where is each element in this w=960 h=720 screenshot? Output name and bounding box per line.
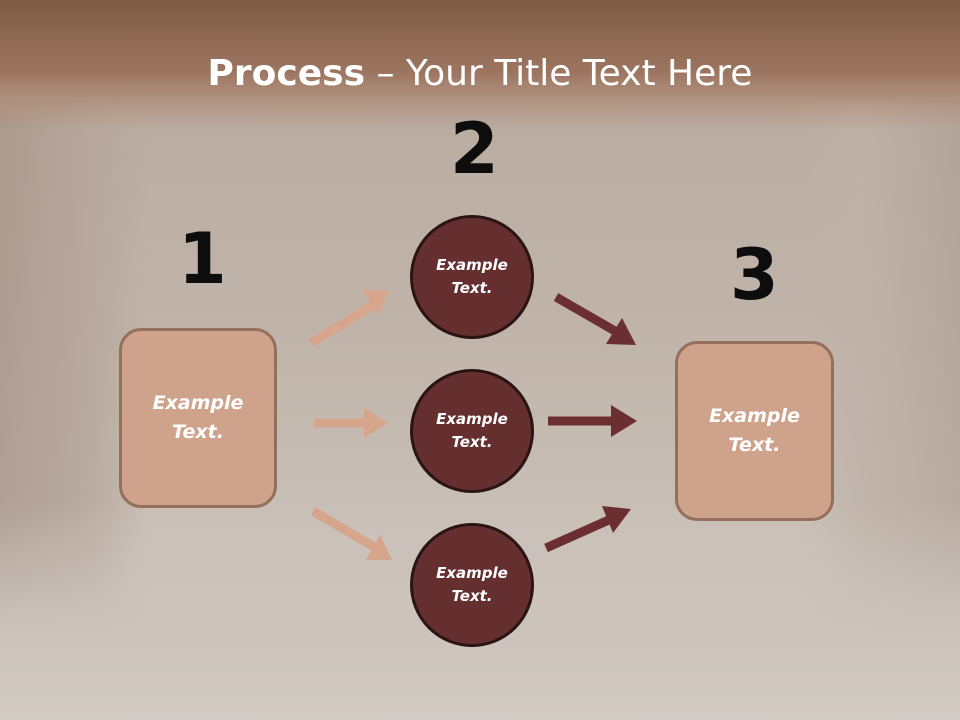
circle-top-label: Example Text. bbox=[436, 256, 508, 297]
step-1-label: Example Text. bbox=[152, 392, 244, 443]
arrow-middle-to-3 bbox=[548, 405, 637, 437]
circle-bottom-label: Example Text. bbox=[436, 564, 508, 605]
arrow-bottom-to-3 bbox=[544, 506, 631, 553]
step-3-label: Example Text. bbox=[709, 405, 800, 456]
step-number-3: 3 bbox=[730, 234, 779, 316]
title-bold: Process bbox=[207, 53, 366, 94]
title-rest: – Your Title Text Here bbox=[365, 53, 753, 94]
circle-middle-label: Example Text. bbox=[436, 410, 508, 451]
arrow-top-to-3 bbox=[553, 293, 636, 345]
step-2-circle-bottom[interactable]: Example Text. bbox=[410, 523, 534, 647]
title-banner bbox=[0, 0, 960, 130]
arrow-1-to-bottom bbox=[310, 507, 392, 560]
step-number-1: 1 bbox=[178, 218, 227, 300]
slide-title: Process – Your Title Text Here bbox=[0, 52, 960, 96]
arrow-1-to-middle bbox=[314, 408, 388, 438]
step-1-box[interactable]: Example Text. bbox=[119, 328, 277, 508]
step-2-circle-middle[interactable]: Example Text. bbox=[410, 369, 534, 493]
step-3-box[interactable]: Example Text. bbox=[675, 341, 834, 521]
step-number-2: 2 bbox=[450, 108, 499, 190]
step-2-circle-top[interactable]: Example Text. bbox=[410, 215, 534, 339]
arrow-1-to-top bbox=[308, 290, 389, 347]
